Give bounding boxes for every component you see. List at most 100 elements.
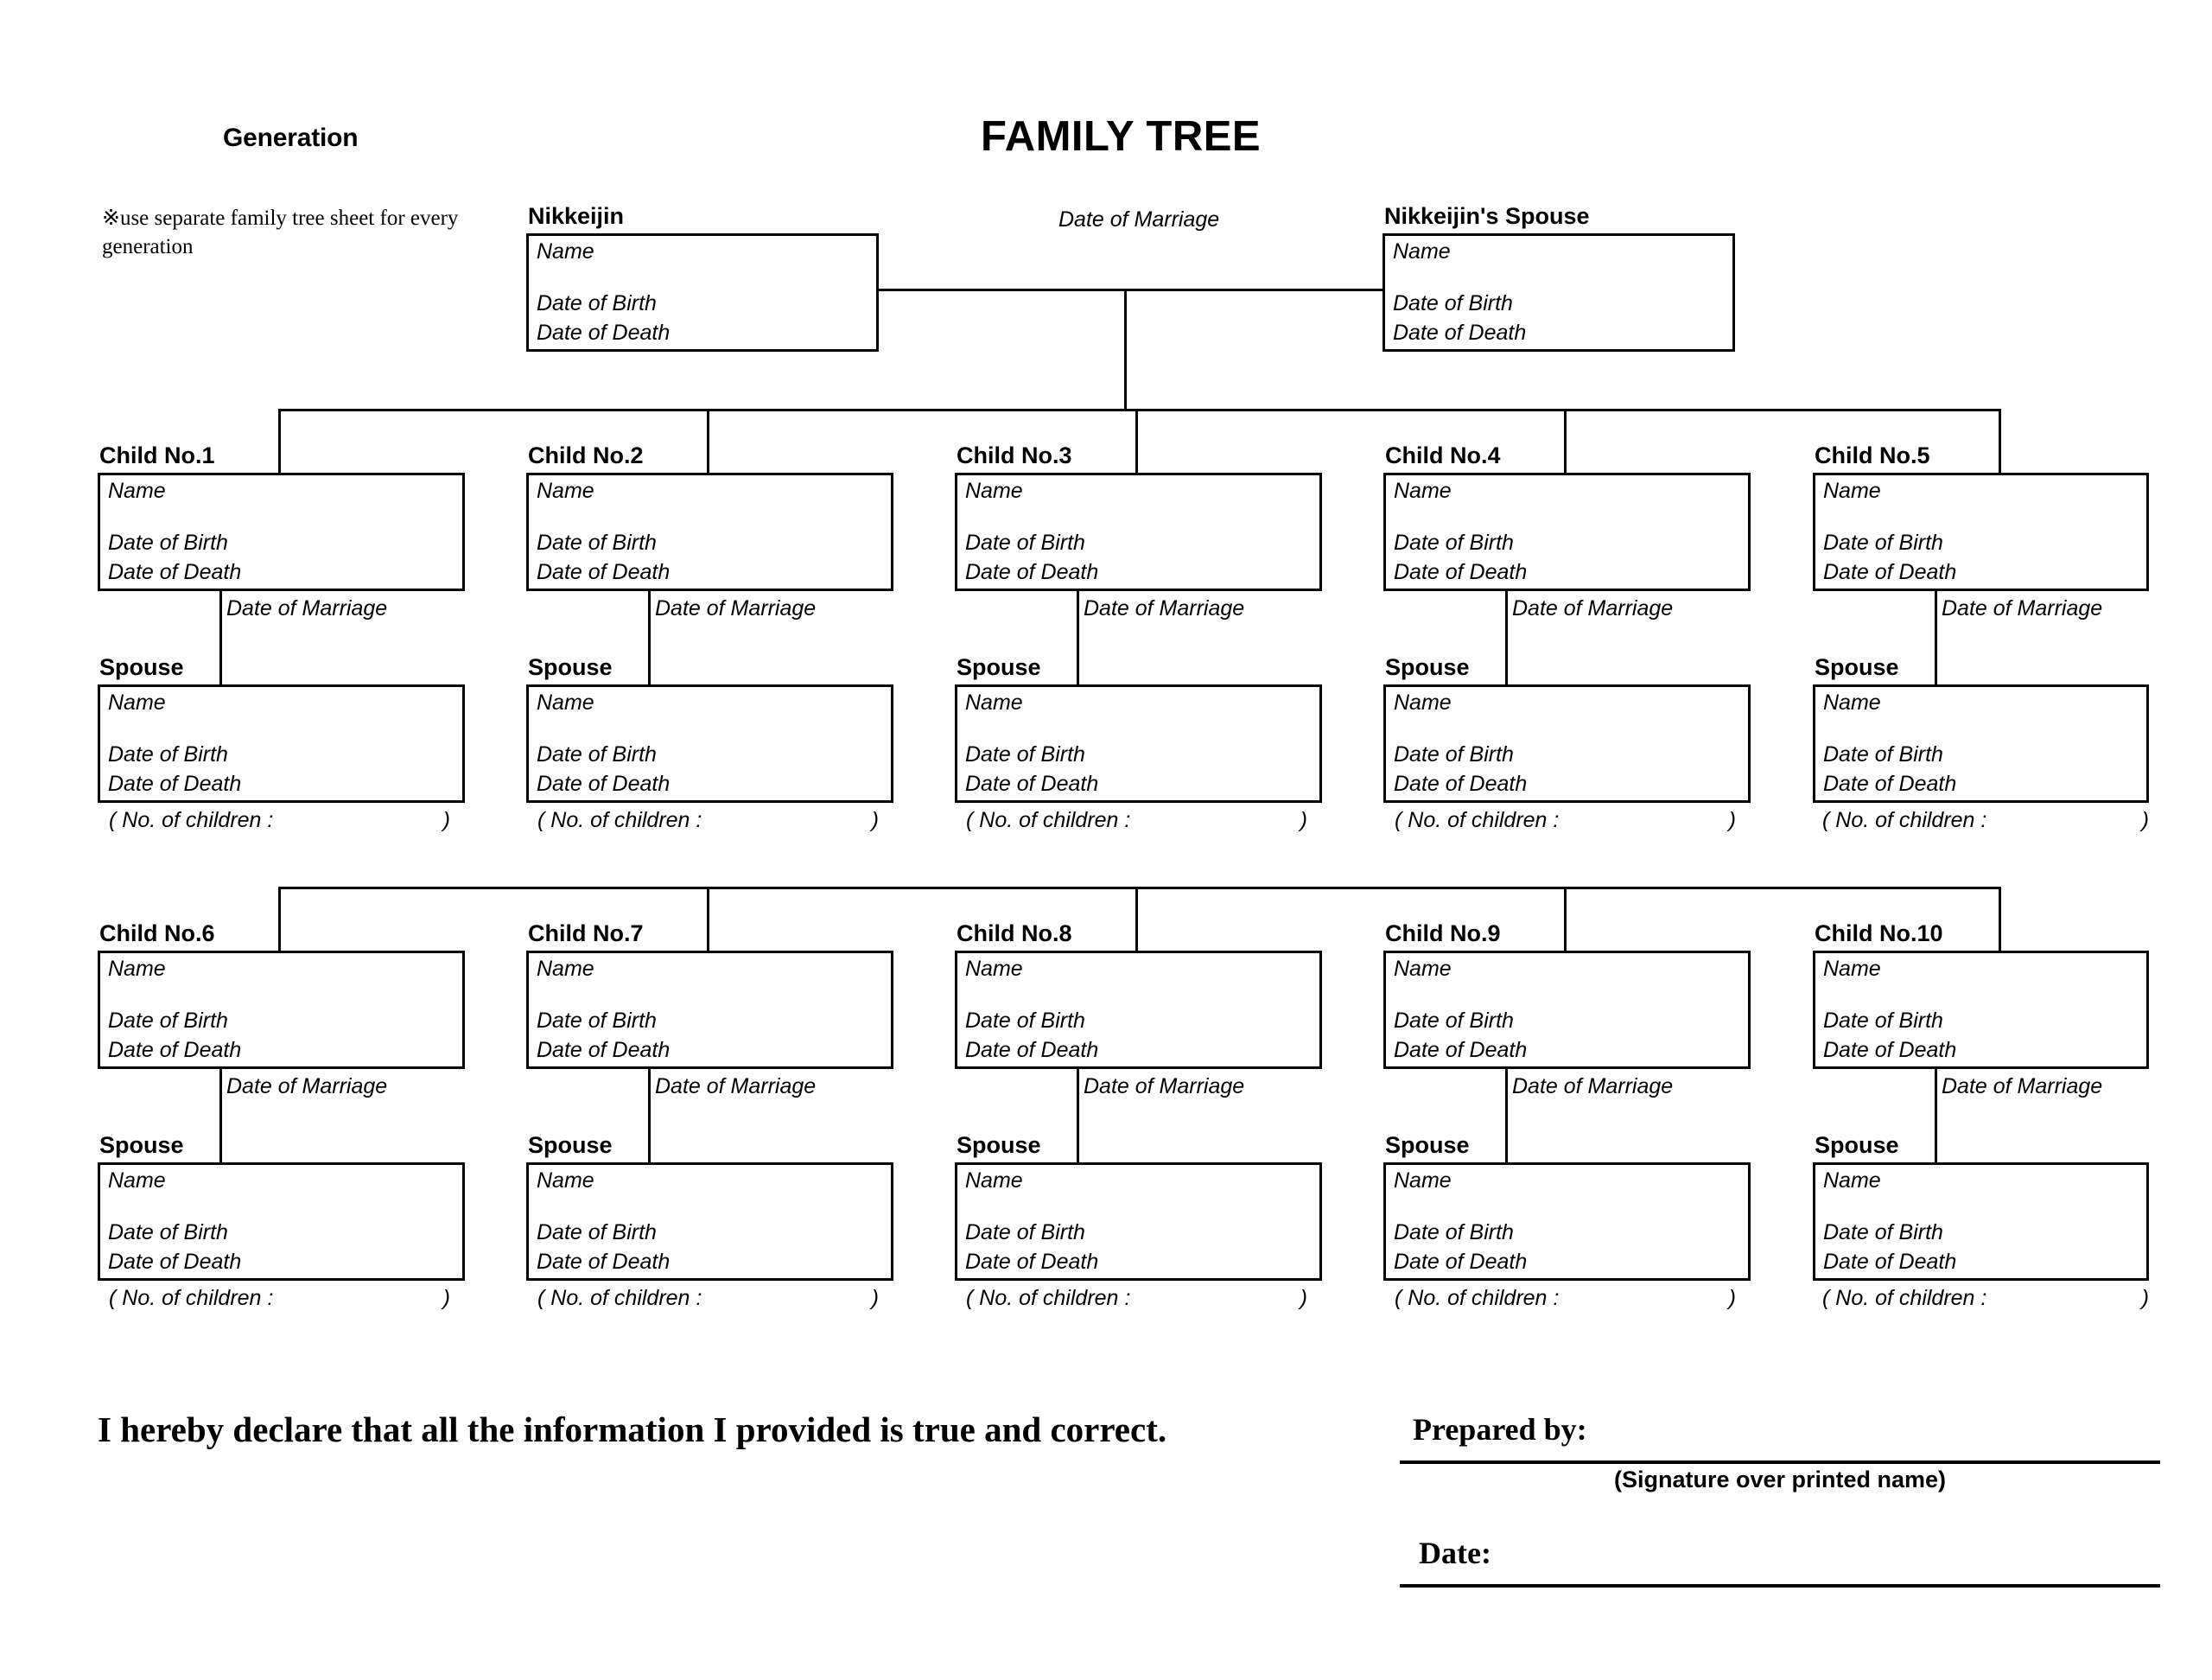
child-stub-2 (707, 409, 709, 474)
child-7-name-field: Name (537, 957, 594, 981)
child-4-children-count[interactable]: ( No. of children : ) (1395, 808, 1736, 833)
child-7-marriage-connector (648, 1069, 651, 1162)
child-10-children-count[interactable]: ( No. of children : ) (1822, 1286, 2149, 1311)
nikkeijin-spouse-dob-field: Date of Birth (1393, 291, 1513, 315)
child-label-7: Child No.7 (528, 920, 644, 946)
child-9-spouse-box[interactable]: Name Date of Birth Date of Death (1383, 1162, 1751, 1281)
child-5-name-field: Name (1823, 479, 1881, 503)
child-9-name-field: Name (1394, 957, 1452, 981)
child-3-marriage-label: Date of Marriage (1084, 596, 1245, 620)
child-2-name-field: Name (537, 479, 594, 503)
child-7-spouse-box[interactable]: Name Date of Birth Date of Death (526, 1162, 893, 1281)
child-2-spouse-name-field: Name (537, 690, 594, 715)
child-10-marriage-connector (1935, 1069, 1937, 1162)
child-10-spouse-label: Spouse (1815, 1132, 1899, 1158)
child-box-1[interactable]: Name Date of Birth Date of Death (98, 473, 465, 591)
child-label-4: Child No.4 (1385, 442, 1501, 468)
child-box-9[interactable]: Name Date of Birth Date of Death (1383, 951, 1751, 1069)
child-2-dob-field: Date of Birth (537, 531, 657, 555)
child-6-children-count-close: ) (442, 1286, 450, 1310)
child-6-children-count[interactable]: ( No. of children : ) (109, 1286, 450, 1311)
child-7-spouse-dod-field: Date of Death (537, 1250, 671, 1274)
child-stub-10 (1999, 887, 2001, 951)
child-label-5: Child No.5 (1815, 442, 1930, 468)
child-7-children-count[interactable]: ( No. of children : ) (537, 1286, 879, 1311)
child-6-spouse-box[interactable]: Name Date of Birth Date of Death (98, 1162, 465, 1281)
child-4-dod-field: Date of Death (1394, 560, 1528, 584)
child-7-marriage-label: Date of Marriage (655, 1074, 817, 1098)
declaration-text: I hereby declare that all the informatio… (98, 1410, 1167, 1449)
child-2-spouse-label: Spouse (528, 654, 613, 680)
child-label-6: Child No.6 (99, 920, 215, 946)
child-4-spouse-box[interactable]: Name Date of Birth Date of Death (1383, 684, 1751, 803)
child-4-name-field: Name (1394, 479, 1452, 503)
child-1-spouse-dob-field: Date of Birth (108, 742, 228, 767)
child-10-spouse-dod-field: Date of Death (1823, 1250, 1957, 1274)
child-box-8[interactable]: Name Date of Birth Date of Death (955, 951, 1322, 1069)
child-5-spouse-box[interactable]: Name Date of Birth Date of Death (1813, 684, 2149, 803)
nikkeijin-spouse-box[interactable]: Name Date of Birth Date of Death (1382, 233, 1735, 352)
child-9-dob-field: Date of Birth (1394, 1009, 1514, 1033)
child-10-marriage-label: Date of Marriage (1942, 1074, 2103, 1098)
child-2-children-count-open: ( No. of children : (537, 808, 702, 832)
child-8-dob-field: Date of Birth (965, 1009, 1085, 1033)
child-1-children-count[interactable]: ( No. of children : ) (109, 808, 450, 833)
child-box-2[interactable]: Name Date of Birth Date of Death (526, 473, 893, 591)
child-box-6[interactable]: Name Date of Birth Date of Death (98, 951, 465, 1069)
child-4-children-count-close: ) (1728, 808, 1736, 832)
child-5-spouse-name-field: Name (1823, 690, 1881, 715)
child-5-spouse-dob-field: Date of Birth (1823, 742, 1943, 767)
child-9-children-count-open: ( No. of children : (1395, 1286, 1560, 1310)
child-7-children-count-close: ) (871, 1286, 879, 1310)
child-3-spouse-box[interactable]: Name Date of Birth Date of Death (955, 684, 1322, 803)
child-5-children-count-close: ) (2141, 808, 2149, 832)
children-bus-row2 (278, 887, 2001, 889)
child-3-children-count[interactable]: ( No. of children : ) (966, 808, 1307, 833)
nikkeijin-dod-field: Date of Death (537, 321, 671, 345)
child-stub-5 (1999, 409, 2001, 474)
child-7-spouse-dob-field: Date of Birth (537, 1220, 657, 1244)
child-box-5[interactable]: Name Date of Birth Date of Death (1813, 473, 2149, 591)
child-box-4[interactable]: Name Date of Birth Date of Death (1383, 473, 1751, 591)
child-8-spouse-dob-field: Date of Birth (965, 1220, 1085, 1244)
child-box-7[interactable]: Name Date of Birth Date of Death (526, 951, 893, 1069)
child-box-10[interactable]: Name Date of Birth Date of Death (1813, 951, 2149, 1069)
prepared-by-label: Prepared by: (1413, 1412, 1587, 1447)
child-4-spouse-dob-field: Date of Birth (1394, 742, 1514, 767)
child-3-spouse-name-field: Name (965, 690, 1023, 715)
nikkeijin-box[interactable]: Name Date of Birth Date of Death (526, 233, 879, 352)
child-7-spouse-name-field: Name (537, 1168, 594, 1193)
nikkeijin-spouse-label: Nikkeijin's Spouse (1384, 203, 1590, 229)
child-5-children-count[interactable]: ( No. of children : ) (1822, 808, 2149, 833)
child-9-spouse-dob-field: Date of Birth (1394, 1220, 1514, 1244)
generation-label: Generation (223, 124, 359, 152)
child-5-marriage-connector (1935, 591, 1937, 684)
child-9-children-count-close: ) (1728, 1286, 1736, 1310)
date-rule[interactable] (1400, 1584, 2160, 1588)
child-8-name-field: Name (965, 957, 1023, 981)
child-8-children-count[interactable]: ( No. of children : ) (966, 1286, 1307, 1311)
child-6-name-field: Name (108, 957, 166, 981)
child-1-marriage-label: Date of Marriage (226, 596, 388, 620)
child-10-spouse-box[interactable]: Name Date of Birth Date of Death (1813, 1162, 2149, 1281)
child-stub-1 (278, 409, 281, 474)
child-6-spouse-name-field: Name (108, 1168, 166, 1193)
child-stub-3 (1135, 409, 1138, 474)
prepared-by-rule[interactable] (1400, 1460, 2160, 1464)
child-1-spouse-box[interactable]: Name Date of Birth Date of Death (98, 684, 465, 803)
child-1-children-count-close: ) (442, 808, 450, 832)
child-9-spouse-dod-field: Date of Death (1394, 1250, 1528, 1274)
child-2-children-count[interactable]: ( No. of children : ) (537, 808, 879, 833)
child-9-children-count[interactable]: ( No. of children : ) (1395, 1286, 1736, 1311)
child-10-name-field: Name (1823, 957, 1881, 981)
nikkeijin-spouse-name-field: Name (1393, 239, 1451, 264)
child-box-3[interactable]: Name Date of Birth Date of Death (955, 473, 1322, 591)
child-2-spouse-dob-field: Date of Birth (537, 742, 657, 767)
child-1-children-count-open: ( No. of children : (109, 808, 274, 832)
child-stub-7 (707, 887, 709, 951)
child-8-spouse-box[interactable]: Name Date of Birth Date of Death (955, 1162, 1322, 1281)
child-4-marriage-label: Date of Marriage (1512, 596, 1674, 620)
nikkeijin-name-field: Name (537, 239, 594, 264)
child-2-children-count-close: ) (871, 808, 879, 832)
child-2-spouse-box[interactable]: Name Date of Birth Date of Death (526, 684, 893, 803)
